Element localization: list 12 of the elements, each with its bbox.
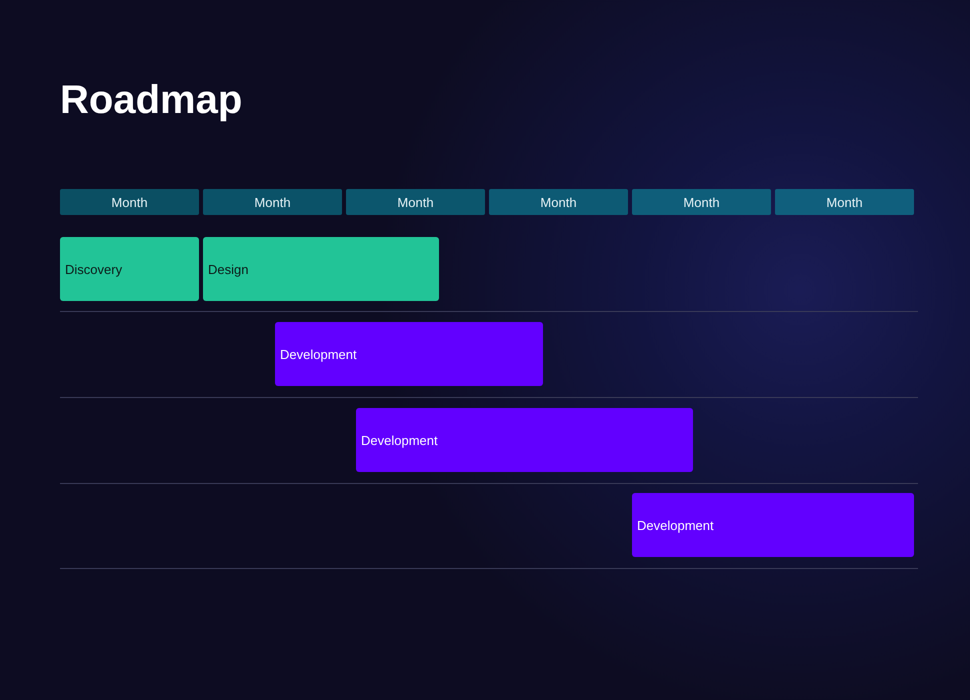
- month-header: Month: [346, 189, 485, 215]
- month-header: Month: [60, 189, 199, 215]
- phase-bar: Design: [203, 237, 439, 301]
- month-header: Month: [489, 189, 628, 215]
- month-header: Month: [775, 189, 914, 215]
- phase-bar: Development: [356, 408, 693, 472]
- phase-bar: Development: [275, 322, 543, 386]
- month-header: Month: [203, 189, 342, 215]
- month-header: Month: [632, 189, 771, 215]
- phase-bar: Discovery: [60, 237, 199, 301]
- phase-bar: Development: [632, 493, 914, 557]
- page-title: Roadmap: [60, 77, 242, 124]
